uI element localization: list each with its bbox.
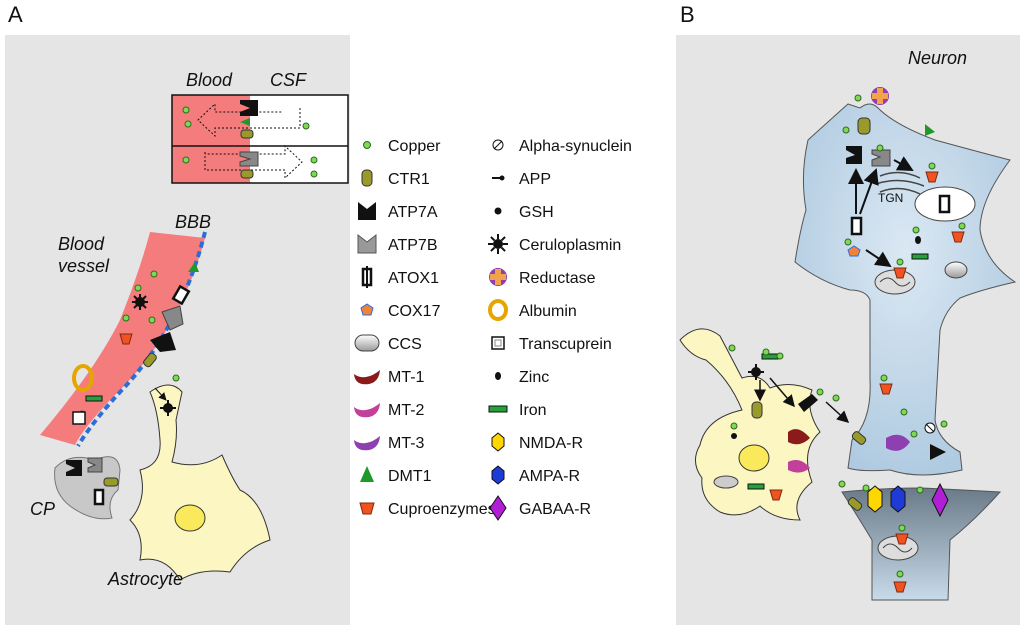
legend-item: MT-1 <box>354 369 425 386</box>
reductase-icon <box>489 268 507 286</box>
legend-item: Zinc <box>495 369 549 386</box>
nmda-r-icon <box>491 432 505 452</box>
legend-label: Zinc <box>519 369 549 386</box>
iron-icon <box>488 405 508 413</box>
legend-item: AMPA-R <box>491 465 580 485</box>
legend-label: Reductase <box>519 270 596 287</box>
legend-item: Copper <box>363 138 441 155</box>
legend-label: MT-2 <box>388 402 425 419</box>
legend-label: ATP7A <box>388 204 438 221</box>
legend-item: Transcuprein <box>491 336 612 353</box>
legend-item: Iron <box>488 402 547 419</box>
legend-label: GABAA-R <box>519 501 591 518</box>
legend-label: Alpha-synuclein <box>519 138 632 155</box>
ampa-r-icon <box>491 465 505 485</box>
ceruloplasmin-icon <box>488 234 508 254</box>
atp7a-icon <box>240 100 258 116</box>
legend-label: CTR1 <box>388 171 430 188</box>
blood-csf-inset <box>171 94 349 184</box>
neuron-label: Neuron <box>908 48 967 68</box>
legend-item: NMDA-R <box>491 432 583 452</box>
legend-label: CCS <box>388 336 422 353</box>
legend-item: ATP7B <box>357 233 438 254</box>
copper-icon <box>363 141 371 149</box>
legend-item: Cuproenzymes <box>359 501 496 518</box>
atp7a-icon <box>358 202 376 220</box>
bbb-line <box>76 231 207 447</box>
ctr1-icon <box>361 169 373 187</box>
gabaa-r-icon <box>489 495 507 521</box>
astrocyte-a <box>129 384 271 581</box>
blood-vessel-label-line1: Blood <box>58 234 105 254</box>
legend-item: CTR1 <box>361 169 430 188</box>
legend-label: Copper <box>388 138 441 155</box>
alpha-synuclein-icon <box>492 139 504 151</box>
legend-item: MT-2 <box>354 402 425 419</box>
panel-a-label: A <box>8 2 23 27</box>
dmt1-icon <box>360 466 374 482</box>
astrocyte-label: Astrocyte <box>107 569 183 589</box>
ccs-icon <box>354 334 380 352</box>
legend-label: GSH <box>519 204 554 221</box>
mt2-icon <box>354 403 380 418</box>
neuron-internals: TGN <box>842 87 976 460</box>
legend-label: ATP7B <box>388 237 438 254</box>
astrocyte-b-internals <box>713 344 850 501</box>
legend-item: MT-3 <box>354 435 425 452</box>
mt1-icon <box>354 370 380 385</box>
bbb-label: BBB <box>175 212 211 232</box>
legend-label: DMT1 <box>388 468 432 485</box>
astrocyte-b <box>679 328 821 521</box>
legend-label: MT-1 <box>388 369 425 386</box>
legend-label: APP <box>519 171 551 188</box>
zinc-icon <box>495 372 501 380</box>
panel-b-label: B <box>680 2 695 27</box>
legend-label: MT-3 <box>388 435 425 452</box>
legend-item: Alpha-synuclein <box>492 138 632 155</box>
legend-item: CCS <box>354 334 422 353</box>
legend-label: ATOX1 <box>388 270 439 287</box>
legend-label: Cuproenzymes <box>388 501 496 518</box>
legend-item: ATOX1 <box>361 266 439 288</box>
cox17-icon <box>360 303 374 316</box>
legend-label: NMDA-R <box>519 435 583 452</box>
inset-csf-label: CSF <box>270 70 307 90</box>
legend-item: GABAA-R <box>489 495 591 521</box>
legend-item: GSH <box>494 204 554 221</box>
legend-label: Transcuprein <box>519 336 612 353</box>
atp7b-icon <box>357 233 377 254</box>
legend-item: DMT1 <box>360 466 432 485</box>
app-icon <box>492 175 505 181</box>
legend-item: Reductase <box>489 268 596 287</box>
cp-label: CP <box>30 499 55 519</box>
albumin-icon <box>488 299 508 321</box>
gsh-icon <box>494 207 502 215</box>
inset-blood-label: Blood <box>186 70 233 90</box>
tgn-label: TGN <box>878 191 903 205</box>
synapse-receptors <box>847 431 949 593</box>
vessel-molecules <box>72 262 199 425</box>
legend-item: Ceruloplasmin <box>488 234 621 254</box>
legend-item: COX17 <box>360 303 441 320</box>
atox1-icon <box>361 266 373 288</box>
legend-label: COX17 <box>388 303 441 320</box>
legend-label: AMPA-R <box>519 468 580 485</box>
mt3-icon <box>354 436 380 451</box>
legend-item: APP <box>492 171 551 188</box>
blood-vessel-label-line2: vessel <box>58 256 110 276</box>
legend-label: Albumin <box>519 303 577 320</box>
legend-label: Ceruloplasmin <box>519 237 621 254</box>
legend-item: ATP7A <box>358 202 438 221</box>
cuproenzyme-icon <box>359 502 375 515</box>
legend-label: Iron <box>519 402 547 419</box>
legend-item: Albumin <box>488 299 577 321</box>
transcuprein-icon <box>491 336 505 350</box>
